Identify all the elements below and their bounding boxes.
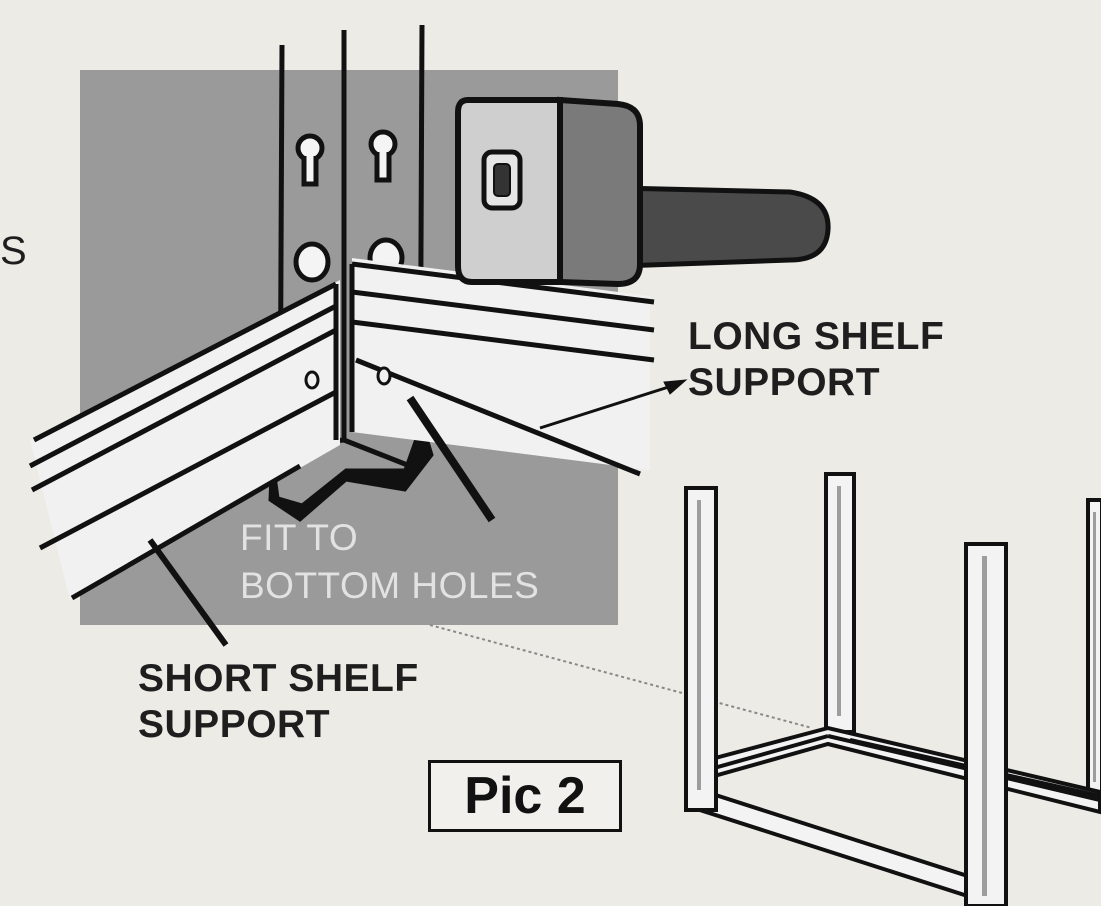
leader-lines xyxy=(147,379,688,647)
picture-caption: Pic 2 xyxy=(428,760,622,832)
mallet-icon xyxy=(455,96,831,288)
fit-to-bottom-holes-line-1: FIT TO xyxy=(240,517,359,558)
shelf-frame-icon xyxy=(684,472,1101,906)
short-shelf-support-line-1: SHORT SHELF xyxy=(138,657,419,700)
detail-connector-line xyxy=(429,624,813,729)
short-shelf-support-line-2: SUPPORT xyxy=(138,703,331,746)
short-shelf-support-label: SHORT SHELF SUPPORT xyxy=(138,656,419,748)
long-shelf-support-line-1: LONG SHELF xyxy=(688,315,945,358)
edge-text-fragment: S xyxy=(0,229,28,273)
fit-to-bottom-holes-line-2: BOTTOM HOLES xyxy=(240,565,540,606)
fit-to-bottom-holes-label: FIT TO BOTTOM HOLES xyxy=(240,514,539,610)
short-shelf-beam-icon xyxy=(28,280,340,601)
long-shelf-support-line-2: SUPPORT xyxy=(688,361,881,404)
long-shelf-support-label: LONG SHELF SUPPORT xyxy=(688,314,944,406)
